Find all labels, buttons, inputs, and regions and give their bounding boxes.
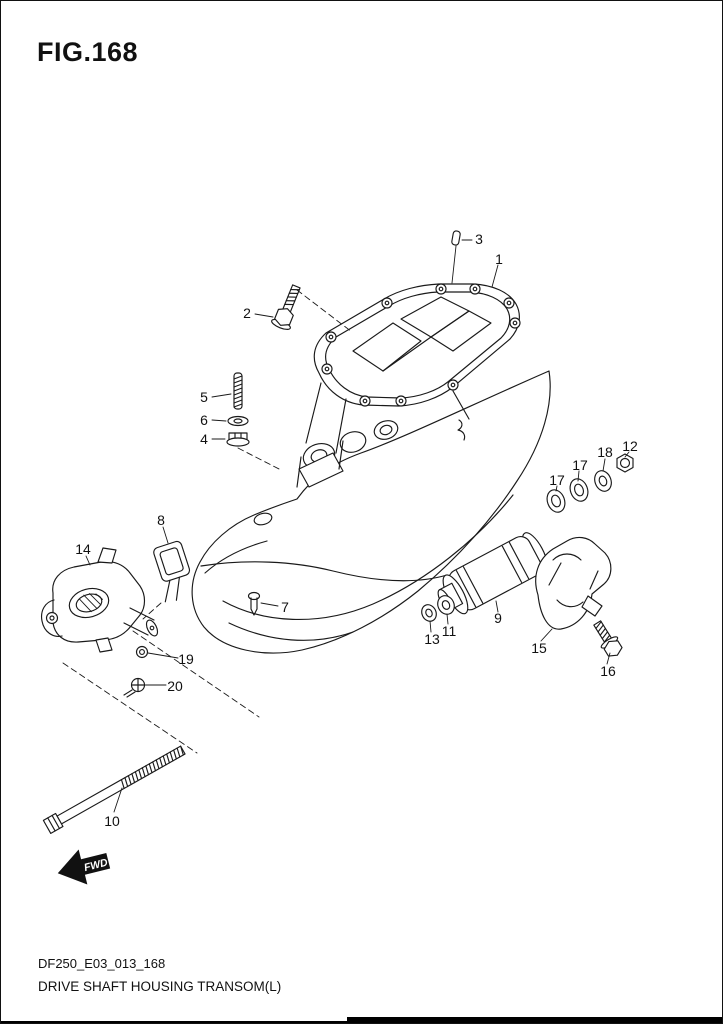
part-housing-flange <box>313 283 521 407</box>
callout-15: 15 <box>531 640 547 656</box>
part-washer-11 <box>437 595 455 615</box>
page-bottom-scan-bar <box>347 1017 722 1023</box>
part-washer-13 <box>421 604 437 622</box>
fwd-arrow: FWD <box>57 849 111 885</box>
part-clamp-15 <box>535 536 612 630</box>
figure-name: DRIVE SHAFT HOUSING TRANSOM(L) <box>38 979 282 994</box>
part-bolt-16 <box>593 620 623 657</box>
part-rod-10 <box>42 745 186 834</box>
part-bracket-14 <box>40 547 159 653</box>
leader-lines <box>85 239 630 813</box>
callout-7: 7 <box>281 599 289 615</box>
callout-3: 3 <box>475 231 483 247</box>
part-nut-12 <box>616 453 634 473</box>
callout-5: 5 <box>200 389 208 405</box>
part-housing-hull <box>191 370 551 654</box>
callout-8: 8 <box>157 512 165 528</box>
callout-18: 18 <box>597 444 613 460</box>
callout-2: 2 <box>243 305 251 321</box>
part-nut-4 <box>226 432 250 447</box>
part-screw-20 <box>123 677 146 698</box>
callout-17: 17 <box>572 457 588 473</box>
callout-4: 4 <box>200 431 208 447</box>
part-washer-18 <box>594 470 612 492</box>
callout-17: 17 <box>549 472 565 488</box>
part-washer-6 <box>227 415 249 427</box>
callout-11: 11 <box>441 623 457 639</box>
part-bolt-2 <box>271 284 301 330</box>
part-plug-8 <box>153 540 191 603</box>
callout-12: 12 <box>622 438 638 454</box>
part-pin-3 <box>451 230 461 284</box>
part-housing-mid <box>296 382 470 488</box>
callout-1: 1 <box>495 251 503 267</box>
part-screw-7 <box>247 591 261 616</box>
part-ring-17b <box>569 478 589 502</box>
callout-16: 16 <box>600 663 616 679</box>
callout-10: 10 <box>104 813 120 829</box>
part-ring-17a <box>546 489 566 513</box>
part-washer-19 <box>135 645 149 659</box>
callout-19: 19 <box>178 651 194 667</box>
callout-20: 20 <box>167 678 183 694</box>
callout-6: 6 <box>200 412 208 428</box>
callout-13: 13 <box>424 631 440 647</box>
part-stud-5 <box>233 372 243 410</box>
construction-lines <box>62 289 353 754</box>
callout-14: 14 <box>75 541 91 557</box>
fwd-label: FWD <box>83 857 110 875</box>
figure-code: DF250_E03_013_168 <box>38 956 166 971</box>
figure-title: FIG.168 <box>37 37 139 67</box>
callout-9: 9 <box>494 610 502 626</box>
